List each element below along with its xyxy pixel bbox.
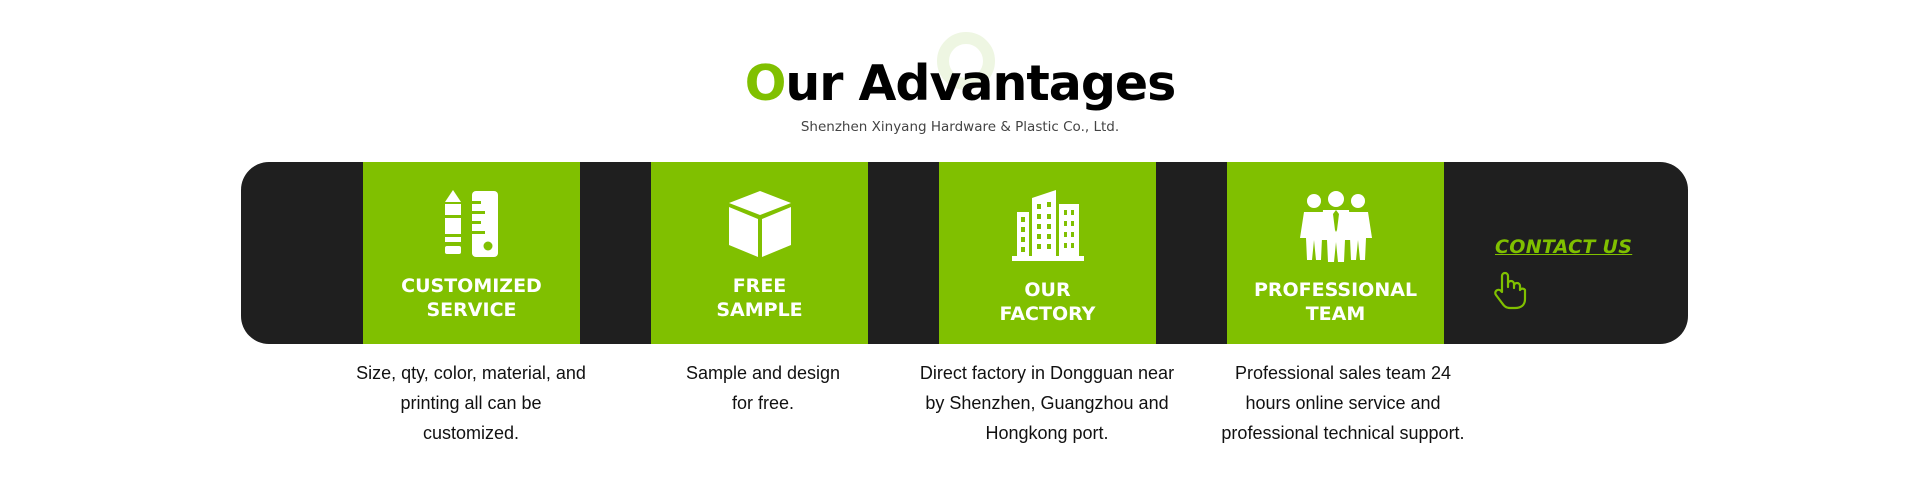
label-line: CUSTOMIZED (401, 275, 542, 297)
desc-line: Professional sales team 24 (1234, 363, 1452, 383)
box-icon (728, 191, 791, 257)
advantage-description: Size, qty, color, material, and printing… (351, 358, 591, 448)
section-heading: Our Advantages (0, 26, 1920, 108)
contact-us-link[interactable]: CONTACT US (1495, 236, 1633, 258)
desc-line: Hongkong port. (985, 423, 1109, 443)
title-first-letter: O (744, 55, 787, 112)
advantage-label: OUR FACTORY (953, 278, 1143, 326)
advantage-description: Professional sales team 24 hours online … (1203, 358, 1483, 448)
desc-line: printing all can be customized. (400, 393, 542, 443)
advantage-label: CUSTOMIZED SERVICE (377, 274, 567, 322)
advantage-description: Sample and design for free. (643, 358, 883, 418)
desc-line: professional technical support. (1221, 423, 1465, 443)
advantage-card-customized: CUSTOMIZED SERVICE (363, 162, 580, 344)
advantage-label: FREE SAMPLE (665, 274, 855, 322)
label-line: FREE (732, 275, 787, 297)
desc-line: for free. (731, 393, 795, 413)
advantage-description: Direct factory in Dongguan near by Shenz… (912, 358, 1182, 448)
desc-line: Size, qty, color, material, and (356, 363, 586, 383)
factory-building-icon (1011, 190, 1084, 261)
advantage-card-free-sample: FREE SAMPLE (651, 162, 868, 344)
company-subtitle: Shenzhen Xinyang Hardware & Plastic Co.,… (800, 119, 1120, 135)
title-rest: ur Advantages (785, 55, 1176, 112)
label-line: OUR (1024, 279, 1071, 301)
label-line: TEAM (1305, 303, 1366, 325)
desc-line: hours online service and (1245, 393, 1441, 413)
section-title: Our Advantages (745, 59, 1177, 108)
label-line: PROFESSIONAL (1253, 279, 1418, 301)
desc-line: by Shenzhen, Guangzhou and (925, 393, 1169, 413)
label-line: FACTORY (999, 303, 1096, 325)
advantage-card-team: PROFESSIONAL TEAM (1227, 162, 1444, 344)
desc-line: Sample and design (685, 363, 841, 383)
label-line: SAMPLE (716, 299, 803, 321)
pointing-hand-icon[interactable] (1493, 270, 1527, 310)
pencil-ruler-icon (444, 190, 498, 257)
label-line: SERVICE (426, 299, 517, 321)
desc-line: Direct factory in Dongguan near (919, 363, 1175, 383)
advantage-label: PROFESSIONAL TEAM (1241, 278, 1431, 326)
advantage-card-factory: OUR FACTORY (939, 162, 1156, 344)
team-people-icon (1299, 191, 1372, 262)
